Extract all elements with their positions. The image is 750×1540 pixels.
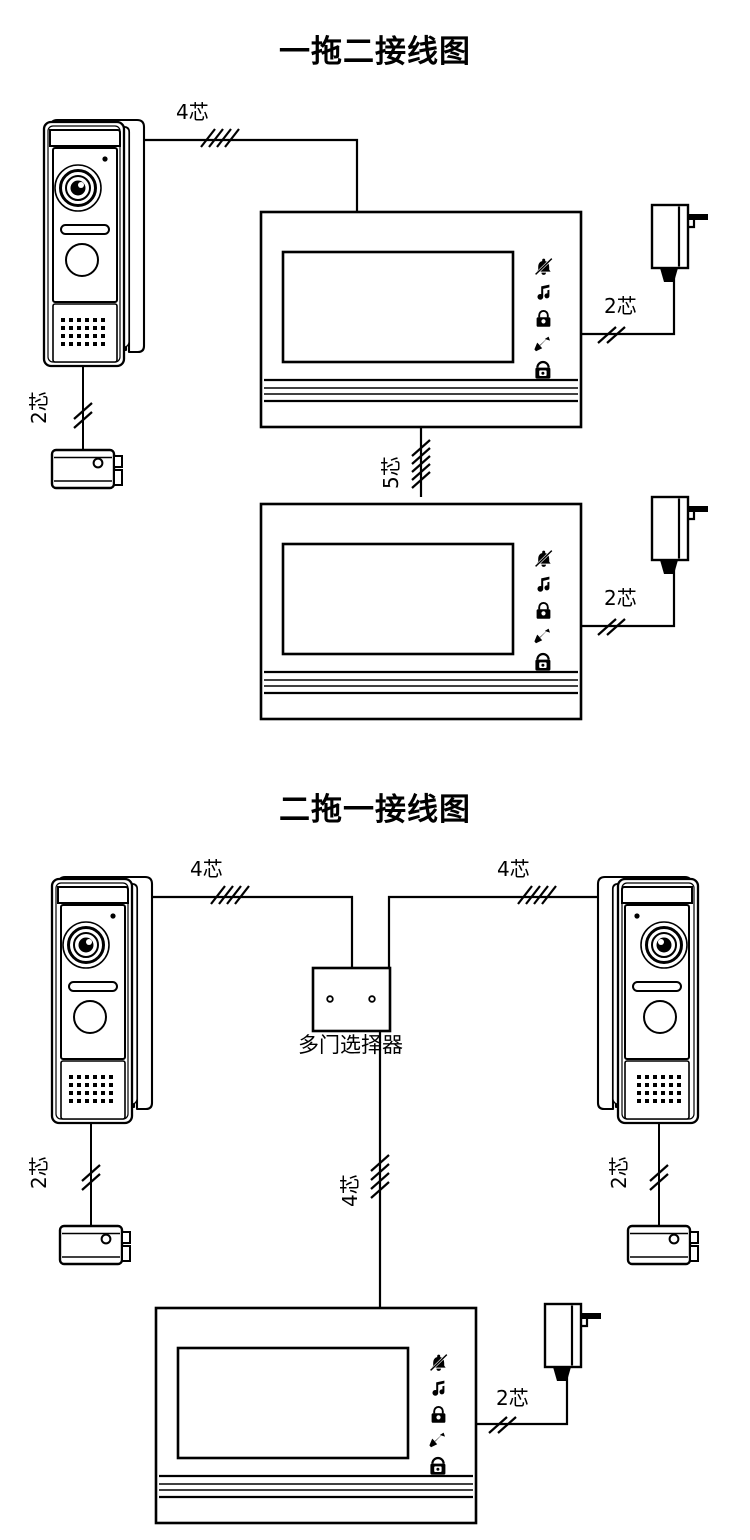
wire-label-2core-power2: 2芯: [604, 586, 637, 610]
wire-4core-doorstation-left-selector: [130, 885, 354, 968]
wire-2core-power1-monitor1: [581, 267, 676, 344]
wire-4core-doorstation-right-selector: [387, 885, 619, 968]
door-station-unit-left: [50, 875, 154, 1125]
section-two-to-one-title: 二拖一接线图: [279, 792, 471, 828]
wire-2core-doorstation-left-lock: [81, 1123, 101, 1226]
multi-door-selector: [311, 966, 392, 1033]
door-station-unit-right: [596, 875, 700, 1125]
indoor-monitor-2: [259, 502, 583, 721]
electric-lock-right: [626, 1224, 700, 1266]
wire-4core-doorstation-monitor1: [122, 128, 359, 212]
door-station-unit-1: [42, 118, 146, 368]
indoor-monitor-1: [259, 210, 583, 429]
wire-2core-doorstation-lock: [73, 366, 93, 450]
wire-label-2core-power1: 2芯: [604, 294, 637, 318]
wire-2core-power3-monitor3: [471, 1366, 569, 1434]
wire-5core-monitor1-monitor2: [411, 427, 431, 497]
indoor-monitor-3: [154, 1306, 478, 1525]
wire-label-4core-top: 4芯: [176, 100, 209, 124]
electric-lock-left: [58, 1224, 132, 1266]
power-adapter-3: [543, 1302, 603, 1383]
power-adapter-2: [650, 495, 710, 576]
electric-lock-1: [50, 448, 124, 490]
section-one-to-two-title: 一拖二接线图: [279, 34, 471, 70]
wire-label-2core-power3: 2芯: [496, 1386, 529, 1410]
wire-2core-power2-monitor2: [581, 559, 676, 636]
wire-label-4core-right: 4芯: [497, 857, 530, 881]
power-adapter-1: [650, 203, 710, 284]
wire-4core-selector-monitor: [370, 1031, 390, 1308]
wire-2core-doorstation-right-lock: [649, 1123, 669, 1226]
wire-label-4core-left: 4芯: [190, 857, 223, 881]
multi-door-selector-label: 多门选择器: [298, 1033, 403, 1057]
